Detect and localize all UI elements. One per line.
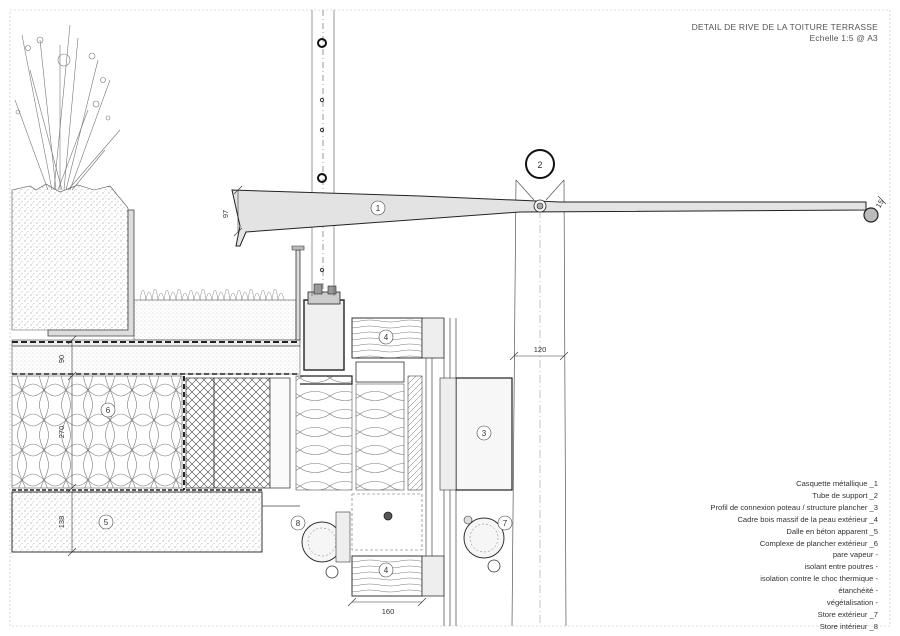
legend-item: Casquette métallique _1 xyxy=(796,479,878,488)
legend-item: Dalle en béton apparent _5 xyxy=(786,526,878,536)
legend-item: Store extérieur _7 xyxy=(817,609,878,619)
legend-item: Profil de connexion poteau / structure p… xyxy=(710,502,878,512)
marker-2: 2 xyxy=(537,160,542,170)
gutter-box xyxy=(303,299,345,371)
legend-item: isolation contre le choc thermique - xyxy=(760,574,878,584)
insulation-floor xyxy=(11,375,183,489)
legend-item: pare vapeur - xyxy=(832,550,878,560)
dim-120: 120 xyxy=(534,345,547,354)
marker-6: 6 xyxy=(106,406,111,415)
legend-item: Tube de support _2 xyxy=(812,490,878,500)
marker-1: 1 xyxy=(376,204,381,213)
thermal-break xyxy=(185,377,215,489)
dim-90: 90 xyxy=(57,355,66,363)
legend-item: étanchéité - xyxy=(838,586,878,596)
sedum-layer xyxy=(133,288,297,341)
column-left xyxy=(311,10,335,296)
legend-item: isolant entre poutres - xyxy=(804,562,878,572)
legend-item: Complexe de plancher extérieur _6 xyxy=(759,538,878,548)
marker-7: 7 xyxy=(503,519,508,528)
dim-270: 270 xyxy=(57,426,66,439)
insulation-wall-1 xyxy=(295,375,353,491)
drawing-title: DETAIL DE RIVE DE LA TOITURE TERRASSE xyxy=(691,22,878,32)
marker-8: 8 xyxy=(296,519,301,528)
marker-5: 5 xyxy=(104,518,109,527)
dim-97: 97 xyxy=(221,210,230,218)
marker-3: 3 xyxy=(482,429,487,438)
planter-soil xyxy=(11,183,135,337)
interior-blind xyxy=(301,511,351,579)
dim-160: 160 xyxy=(382,607,395,616)
marker-4-bottom: 4 xyxy=(384,566,389,575)
legend-item: Cadre bois massif de la peau extérieur _… xyxy=(737,514,878,524)
support-column xyxy=(511,179,567,627)
dim-15: 15 xyxy=(874,198,886,210)
timber-block xyxy=(213,377,271,489)
exterior-blind xyxy=(463,515,505,573)
drawing-scale: Echelle 1:5 @ A3 xyxy=(809,33,878,43)
insulation-wall-2 xyxy=(355,383,405,491)
roof-layers xyxy=(11,339,301,375)
legend-item: végétalisation - xyxy=(826,598,878,608)
legend: Casquette métallique _1 Tube de support … xyxy=(578,478,878,633)
dim-138: 138 xyxy=(57,516,66,529)
legend-item: Store intérieur _8 xyxy=(819,621,878,631)
vegetation-grass xyxy=(14,24,121,191)
marker-4-top: 4 xyxy=(384,333,389,342)
dimension-lines xyxy=(67,185,887,607)
concrete-slab xyxy=(11,491,263,553)
